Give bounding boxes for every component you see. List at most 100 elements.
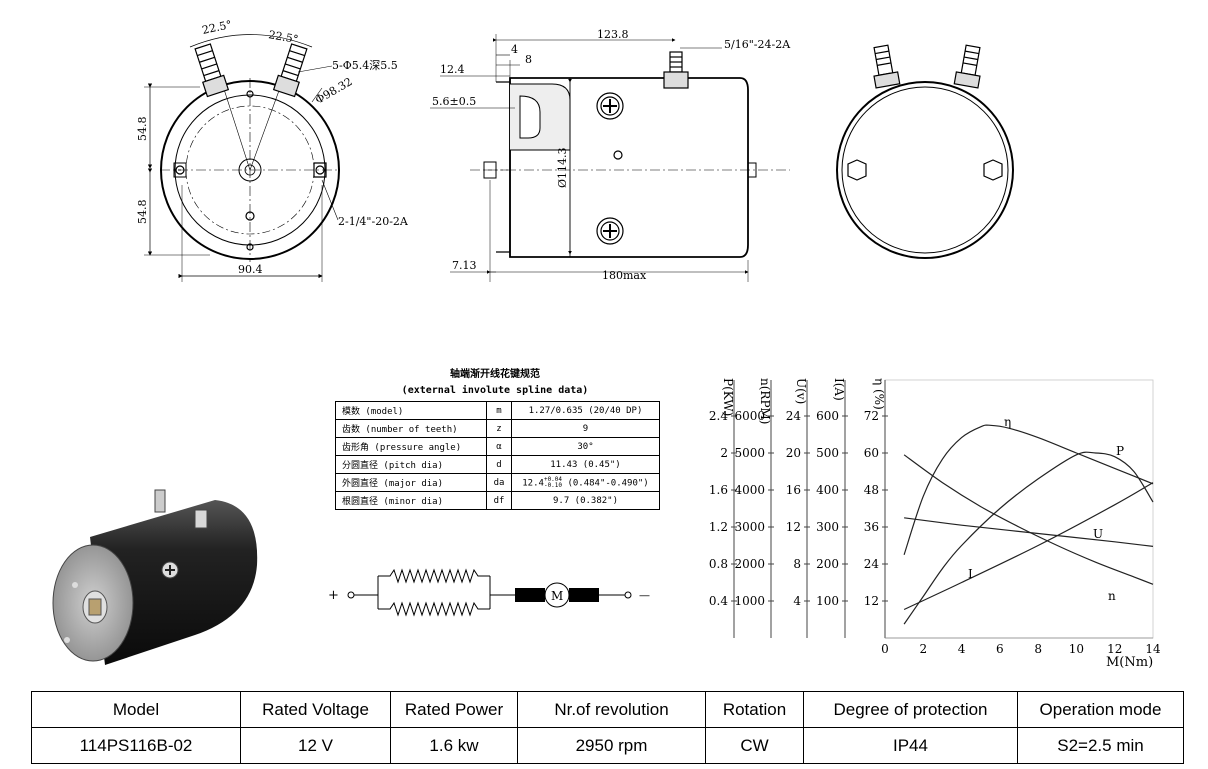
series-line-i — [903, 482, 1154, 611]
tick-label: 2.4 — [709, 409, 728, 423]
stud-note: 2-1/4"-20-2A — [338, 215, 409, 228]
spline-param-symbol: m — [486, 401, 512, 420]
width-label: 90.4 — [238, 263, 263, 276]
dim-8-label: 8 — [525, 53, 532, 66]
tick-label: 600 — [816, 409, 839, 423]
spline-param-symbol: z — [486, 419, 512, 438]
table-row: 根圆直径 (minor dia) df 9.7 (0.382") — [335, 491, 660, 510]
holes-note: 5-Φ5.4深5.5 — [332, 59, 398, 72]
tick-label: 24 — [864, 557, 880, 571]
tick-label: 6000 — [734, 409, 765, 423]
tick-label: 16 — [786, 483, 801, 497]
series-label: I — [968, 567, 973, 581]
spec-header-rotation: Rotation — [705, 691, 804, 728]
tick-label: 24 — [786, 409, 802, 423]
length-max-label: 180max — [602, 269, 647, 282]
spec-value-power: 1.6 kw — [390, 727, 518, 764]
series-line-efficiency — [903, 424, 1154, 555]
performance-chart: P(KW)2.421.61.20.80.4n(RPM)6000500040003… — [709, 378, 1160, 668]
spline-param-name: 齿数 (number of teeth) — [335, 419, 487, 438]
spline-param-value: 9.7 (0.382") — [511, 491, 660, 510]
tick-label: 12 — [786, 520, 801, 534]
tick-label: 2 — [720, 446, 728, 460]
spline-param-value: 11.43 (0.45") — [511, 455, 660, 474]
table-row: 齿形角 (pressure angle) α 30° — [335, 437, 660, 456]
spec-table: Model Rated Voltage Rated Power Nr.of re… — [31, 691, 1184, 764]
axis-label: I(A) — [832, 378, 846, 401]
dim-5-6-label: 5.6±0.5 — [432, 95, 476, 108]
major-dia-tol-up: +0.04 — [543, 475, 563, 483]
axis-label: U(v) — [794, 378, 808, 404]
spec-value-revolution: 2950 rpm — [517, 727, 706, 764]
spec-value-protection: IP44 — [803, 727, 1018, 764]
series-label: P — [1116, 444, 1124, 458]
axis-label: n(RPM) — [758, 378, 772, 425]
rear-view-drawing — [836, 44, 1014, 259]
series-label: U — [1093, 527, 1103, 541]
tick-label: 4 — [793, 594, 801, 608]
tick-label: 60 — [864, 446, 879, 460]
x-axis-title: M(Nm) — [1106, 655, 1153, 668]
spline-param-symbol: df — [486, 491, 512, 510]
spec-header-power: Rated Power — [390, 691, 518, 728]
height-top-label: 54.8 — [136, 117, 149, 142]
tick-label: 72 — [864, 409, 879, 423]
motor-3d-illustration — [52, 489, 258, 665]
spline-title-en: (external involute spline data) — [401, 385, 589, 396]
height-bottom-label: 54.8 — [136, 200, 149, 225]
table-row: 模数 (model) m 1.27/0.635 (20/40 DP) — [335, 401, 660, 420]
spec-header-model: Model — [31, 691, 241, 728]
spline-param-symbol: d — [486, 455, 512, 474]
spline-param-value: 9 — [511, 419, 660, 438]
series-line-p — [903, 451, 1154, 625]
diameter-label: Ø114.3 — [556, 147, 569, 188]
spec-value-operation: S2=2.5 min — [1017, 727, 1184, 764]
x-tick-label: 2 — [919, 642, 927, 656]
minus-terminal: — — [639, 589, 650, 602]
major-dia-base: 12.4 — [522, 478, 544, 488]
spline-param-name: 齿形角 (pressure angle) — [335, 437, 487, 456]
x-tick-label: 4 — [958, 642, 966, 656]
tick-label: 12 — [864, 594, 879, 608]
spline-param-symbol: da — [486, 473, 512, 492]
tick-label: 0.4 — [709, 594, 728, 608]
tick-label: 300 — [816, 520, 839, 534]
axis-label: η (%) — [872, 378, 886, 410]
table-row: 外圆直径 (major dia) da 12.4+0.04-0.10 (0.48… — [335, 473, 660, 492]
tick-label: 2000 — [734, 557, 765, 571]
length-top-label: 123.8 — [597, 28, 629, 41]
field-winding-lower — [378, 601, 490, 617]
series-label: n — [1108, 589, 1116, 603]
spline-title-cn: 轴端渐开线花键规范 — [450, 369, 540, 380]
spline-param-name: 根圆直径 (minor dia) — [335, 491, 487, 510]
dim-4-label: 4 — [511, 43, 518, 56]
spline-table: 模数 (model) m 1.27/0.635 (20/40 DP) 齿数 (n… — [335, 401, 660, 510]
spline-param-value: 30° — [511, 437, 660, 456]
spec-value-row: 114PS116B-02 12 V 1.6 kw 2950 rpm CW IP4… — [31, 727, 1184, 764]
spec-header-voltage: Rated Voltage — [240, 691, 391, 728]
tick-label: 4000 — [734, 483, 765, 497]
series-label: η — [1004, 415, 1011, 429]
tick-label: 100 — [816, 594, 839, 608]
tick-label: 200 — [816, 557, 839, 571]
tick-label: 8 — [793, 557, 801, 571]
spline-param-symbol: α — [486, 437, 512, 456]
major-dia-tol-down: -0.10 — [543, 481, 563, 489]
field-winding-upper — [378, 568, 490, 584]
motor-symbol-label: M — [551, 589, 563, 603]
wiring-diagram: + M — — [328, 568, 650, 617]
tick-label: 1.6 — [709, 483, 728, 497]
front-view-drawing — [144, 34, 340, 282]
spec-header-operation: Operation mode — [1017, 691, 1184, 728]
spline-param-value: 1.27/0.635 (20/40 DP) — [511, 401, 660, 420]
table-row: 分圆直径 (pitch dia) d 11.43 (0.45") — [335, 455, 660, 474]
x-tick-label: 14 — [1145, 642, 1160, 656]
plus-terminal: + — [328, 588, 339, 603]
tick-label: 5000 — [734, 446, 765, 460]
series-line-u — [904, 517, 1154, 547]
major-dia-inch: (0.484"-0.490") — [567, 478, 649, 488]
spline-param-value: 12.4+0.04-0.10 (0.484"-0.490") — [511, 473, 660, 492]
series-line-n — [903, 454, 1154, 585]
tick-label: 36 — [864, 520, 879, 534]
